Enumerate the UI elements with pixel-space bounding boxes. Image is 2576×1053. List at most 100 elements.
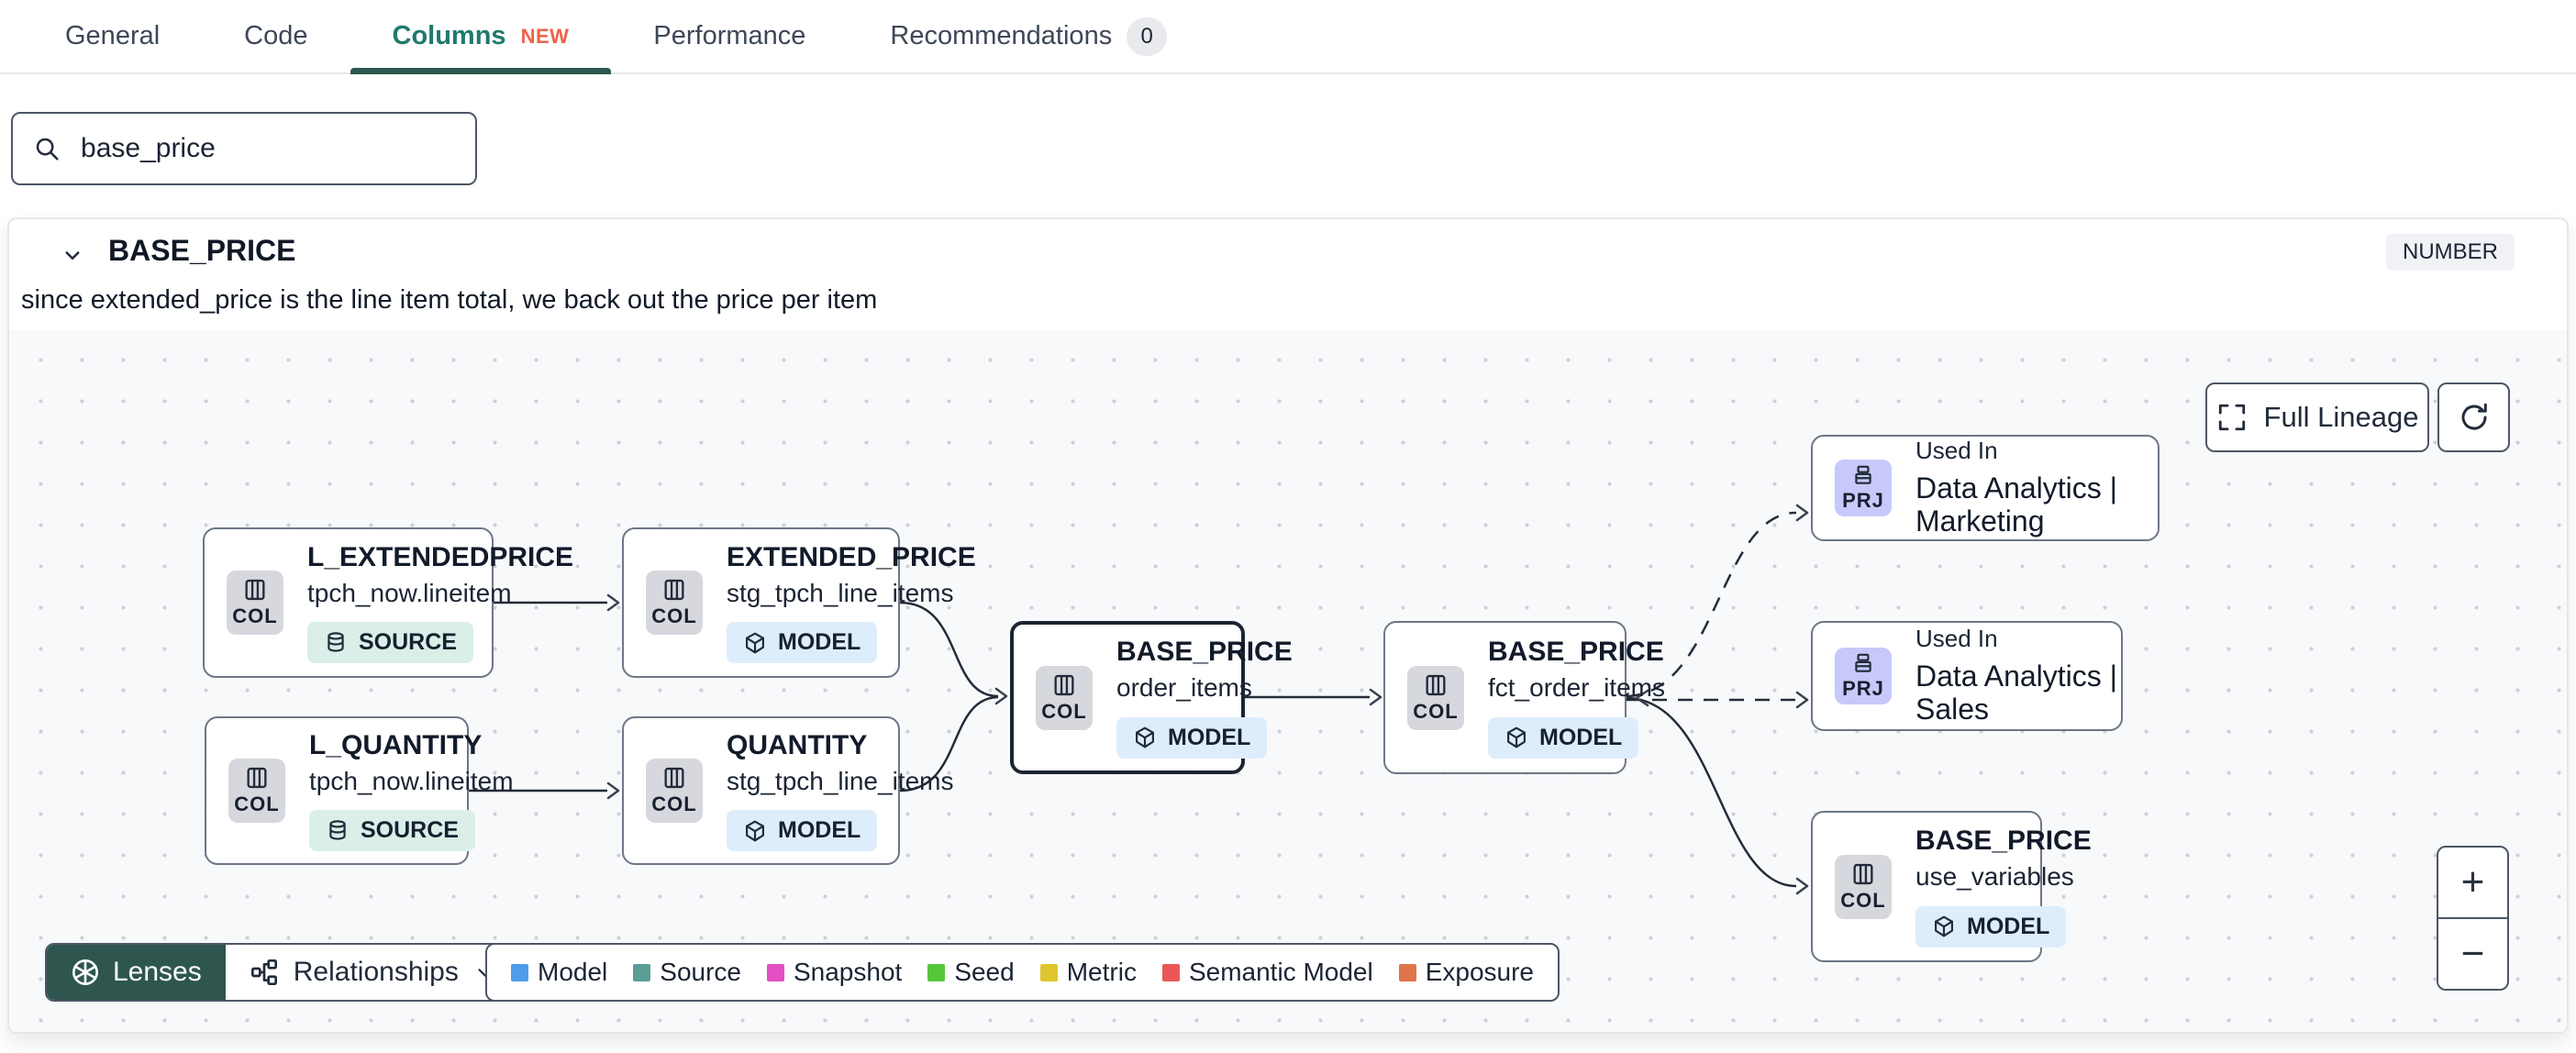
tab-label: Code: [244, 21, 308, 50]
columns-icon: [1426, 674, 1446, 695]
tab-columns[interactable]: Columns NEW: [350, 0, 612, 74]
column-kind-badge: COL: [227, 571, 283, 635]
node-subtitle: tpch_now.lineitem: [307, 578, 512, 607]
node-title: Data Analytics | Sales: [1915, 659, 2117, 726]
columns-icon: [664, 579, 684, 601]
column-kind-badge: COL: [646, 759, 703, 823]
node-title: BASE_PRICE: [1488, 637, 1664, 668]
node-subtitle: order_items: [1116, 673, 1252, 703]
node-title: Data Analytics | Marketing: [1915, 471, 2117, 538]
project-kind-badge: PRJ: [1835, 460, 1892, 516]
legend-swatch: [766, 963, 784, 981]
tab-label: General: [65, 21, 161, 50]
column-search: [11, 112, 477, 185]
columns-icon: [1853, 863, 1873, 884]
node-title: EXTENDED_PRICE: [727, 541, 976, 572]
relationships-dropdown[interactable]: Relationships: [226, 945, 521, 1000]
node-subtitle: stg_tpch_line_items: [727, 766, 954, 795]
tab-code[interactable]: Code: [202, 0, 350, 72]
node-title: L_EXTENDEDPRICE: [307, 541, 574, 572]
node-pretitle: Used In: [1915, 436, 1998, 464]
columns-icon: [664, 767, 684, 789]
legend-swatch: [511, 963, 528, 981]
column-panel-header: BASE_PRICE NUMBER since extended_price i…: [9, 219, 2567, 330]
column-name: BASE_PRICE: [108, 234, 296, 267]
resource-badge-source: SOURCE: [309, 810, 475, 852]
column-kind-badge: COL: [646, 571, 703, 635]
lineage-edges: [469, 504, 1809, 895]
legend-item: Source: [633, 958, 741, 987]
lineage-node-l-quantity[interactable]: COL L_QUANTITY tpch_now.lineitem SOURCE: [205, 716, 514, 865]
node-title: QUANTITY: [727, 729, 868, 760]
cube-icon: [1136, 727, 1154, 748]
refresh-button[interactable]: [2437, 382, 2510, 452]
tab-general[interactable]: General: [23, 0, 202, 72]
legend-item: Semantic Model: [1161, 958, 1373, 987]
lineage-node-extended-price[interactable]: COL EXTENDED_PRICE stg_tpch_line_items M…: [622, 527, 976, 678]
cube-icon: [746, 820, 764, 842]
column-kind-badge: COL: [1036, 665, 1093, 730]
cube-icon: [746, 632, 764, 654]
column-type-badge: NUMBER: [2385, 234, 2515, 271]
legend-swatch: [1161, 963, 1180, 981]
tab-label: Recommendations: [890, 21, 1113, 50]
tab-label: Performance: [653, 21, 806, 50]
refresh-icon: [2461, 403, 2487, 430]
column-kind-badge: COL: [1407, 665, 1464, 730]
column-description: since extended_price is the line item to…: [21, 285, 878, 315]
tab-recommendations[interactable]: Recommendations 0: [848, 0, 1209, 72]
lenses-button[interactable]: Lenses: [47, 945, 226, 1000]
resource-badge-model: MODEL: [727, 810, 878, 852]
node-title: BASE_PRICE: [1915, 826, 2092, 857]
lineage-node-base-price-order-items[interactable]: COL BASE_PRICE order_items MODEL: [1010, 621, 1293, 774]
resource-badge-model: MODEL: [1915, 905, 2067, 948]
stack-icon: [1855, 465, 1871, 484]
search-icon: [36, 138, 59, 161]
lineage-node-exposure-marketing[interactable]: PRJ Used In Data Analytics | Marketing: [1811, 435, 2160, 541]
zoom-in-button[interactable]: +: [2438, 848, 2507, 919]
lineage-node-l-extendedprice[interactable]: COL L_EXTENDEDPRICE tpch_now.lineitem SO…: [203, 527, 573, 678]
column-kind-badge: COL: [228, 759, 285, 823]
zoom-controls: + −: [2437, 846, 2509, 991]
column-panel: BASE_PRICE NUMBER since extended_price i…: [7, 217, 2569, 1034]
resource-badge-source: SOURCE: [307, 622, 473, 664]
columns-icon: [1054, 674, 1074, 695]
database-icon: [328, 632, 344, 652]
legend-item: Exposure: [1398, 958, 1534, 987]
chevron-down-icon[interactable]: [59, 241, 86, 269]
search-input[interactable]: [79, 132, 455, 165]
count-badge: 0: [1127, 17, 1168, 56]
columns-icon: [245, 579, 265, 601]
node-title: L_QUANTITY: [309, 729, 483, 760]
node-subtitle: stg_tpch_line_items: [727, 578, 954, 607]
project-kind-badge: PRJ: [1835, 648, 1892, 704]
column-kind-badge: COL: [1835, 854, 1892, 919]
tab-label: Columns: [392, 21, 506, 50]
legend-item: Model: [511, 958, 607, 987]
expand-icon: [2218, 404, 2245, 431]
legend-item: Snapshot: [766, 958, 902, 987]
legend-swatch: [1039, 963, 1058, 981]
lineage-node-quantity[interactable]: COL QUANTITY stg_tpch_line_items MODEL: [622, 716, 953, 865]
full-lineage-button[interactable]: Full Lineage: [2205, 382, 2429, 452]
database-icon: [329, 820, 346, 840]
resource-badge-model: MODEL: [727, 622, 878, 664]
aperture-icon: [72, 959, 98, 985]
columns-icon: [247, 767, 267, 789]
lenses-group: Lenses Relationships: [45, 943, 523, 1002]
lineage-node-exposure-sales[interactable]: PRJ Used In Data Analytics | Sales: [1811, 621, 2123, 731]
node-subtitle: use_variables: [1915, 862, 2074, 892]
zoom-out-button[interactable]: −: [2460, 931, 2485, 976]
legend-item: Seed: [927, 958, 1015, 987]
tab-performance[interactable]: Performance: [611, 0, 848, 72]
lineage-canvas[interactable]: COL L_EXTENDEDPRICE tpch_now.lineitem SO…: [9, 330, 2567, 1032]
legend-swatch: [1398, 963, 1416, 981]
legend-swatch: [927, 963, 946, 981]
lineage-node-base-price-fct-order-items[interactable]: COL BASE_PRICE fct_order_items MODEL: [1383, 621, 1665, 774]
cube-icon: [1507, 727, 1526, 748]
node-subtitle: fct_order_items: [1488, 673, 1665, 703]
lineage-node-base-price-use-variables[interactable]: COL BASE_PRICE use_variables MODEL: [1811, 811, 2092, 962]
legend-item: Metric: [1039, 958, 1137, 987]
cube-icon: [1935, 916, 1953, 937]
